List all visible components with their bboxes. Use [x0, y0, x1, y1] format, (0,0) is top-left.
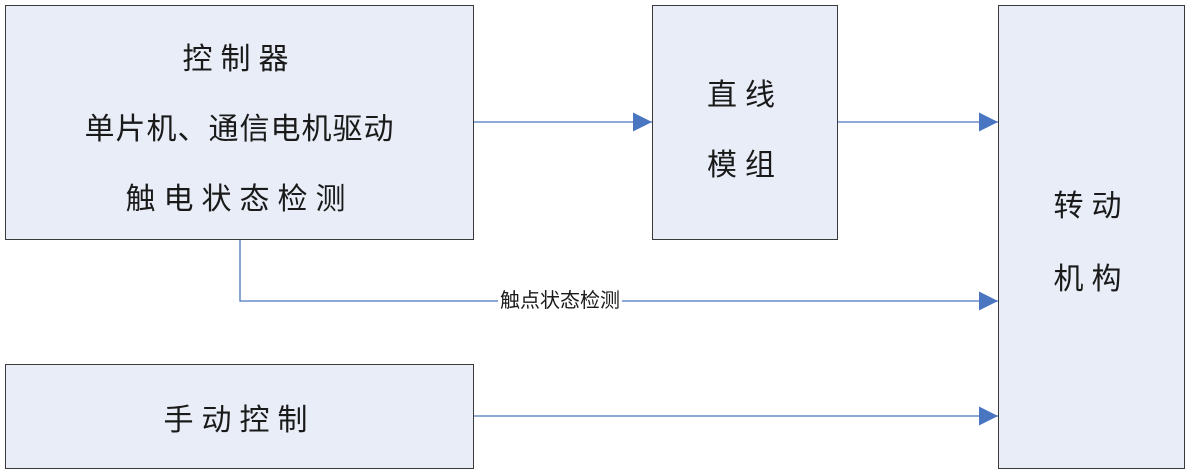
- edge-label-contact-detection: 触点状态检测: [498, 287, 622, 313]
- edge-controller-to-rotation-mechanism: [239, 239, 998, 311]
- controller-box: 控制器 单片机、通信电机驱动 触电状态检测: [5, 5, 474, 240]
- controller-detection-label: 触电状态检测: [125, 182, 354, 217]
- linear-module-label-line1: 直线: [707, 78, 783, 113]
- controller-title: 控制器: [182, 42, 297, 77]
- linear-module-box: 直线 模组: [652, 5, 838, 240]
- manual-control-box: 手动控制: [5, 364, 474, 469]
- linear-module-label-line2: 模组: [707, 148, 783, 183]
- rotation-mechanism-label-line2: 机构: [1053, 262, 1130, 297]
- rotation-mechanism-label-line1: 转动: [1053, 189, 1130, 224]
- manual-control-label: 手动控制: [163, 403, 316, 438]
- rotation-mechanism-box: 转动 机构: [998, 5, 1185, 469]
- controller-subtitle: 单片机、通信电机驱动: [84, 112, 395, 147]
